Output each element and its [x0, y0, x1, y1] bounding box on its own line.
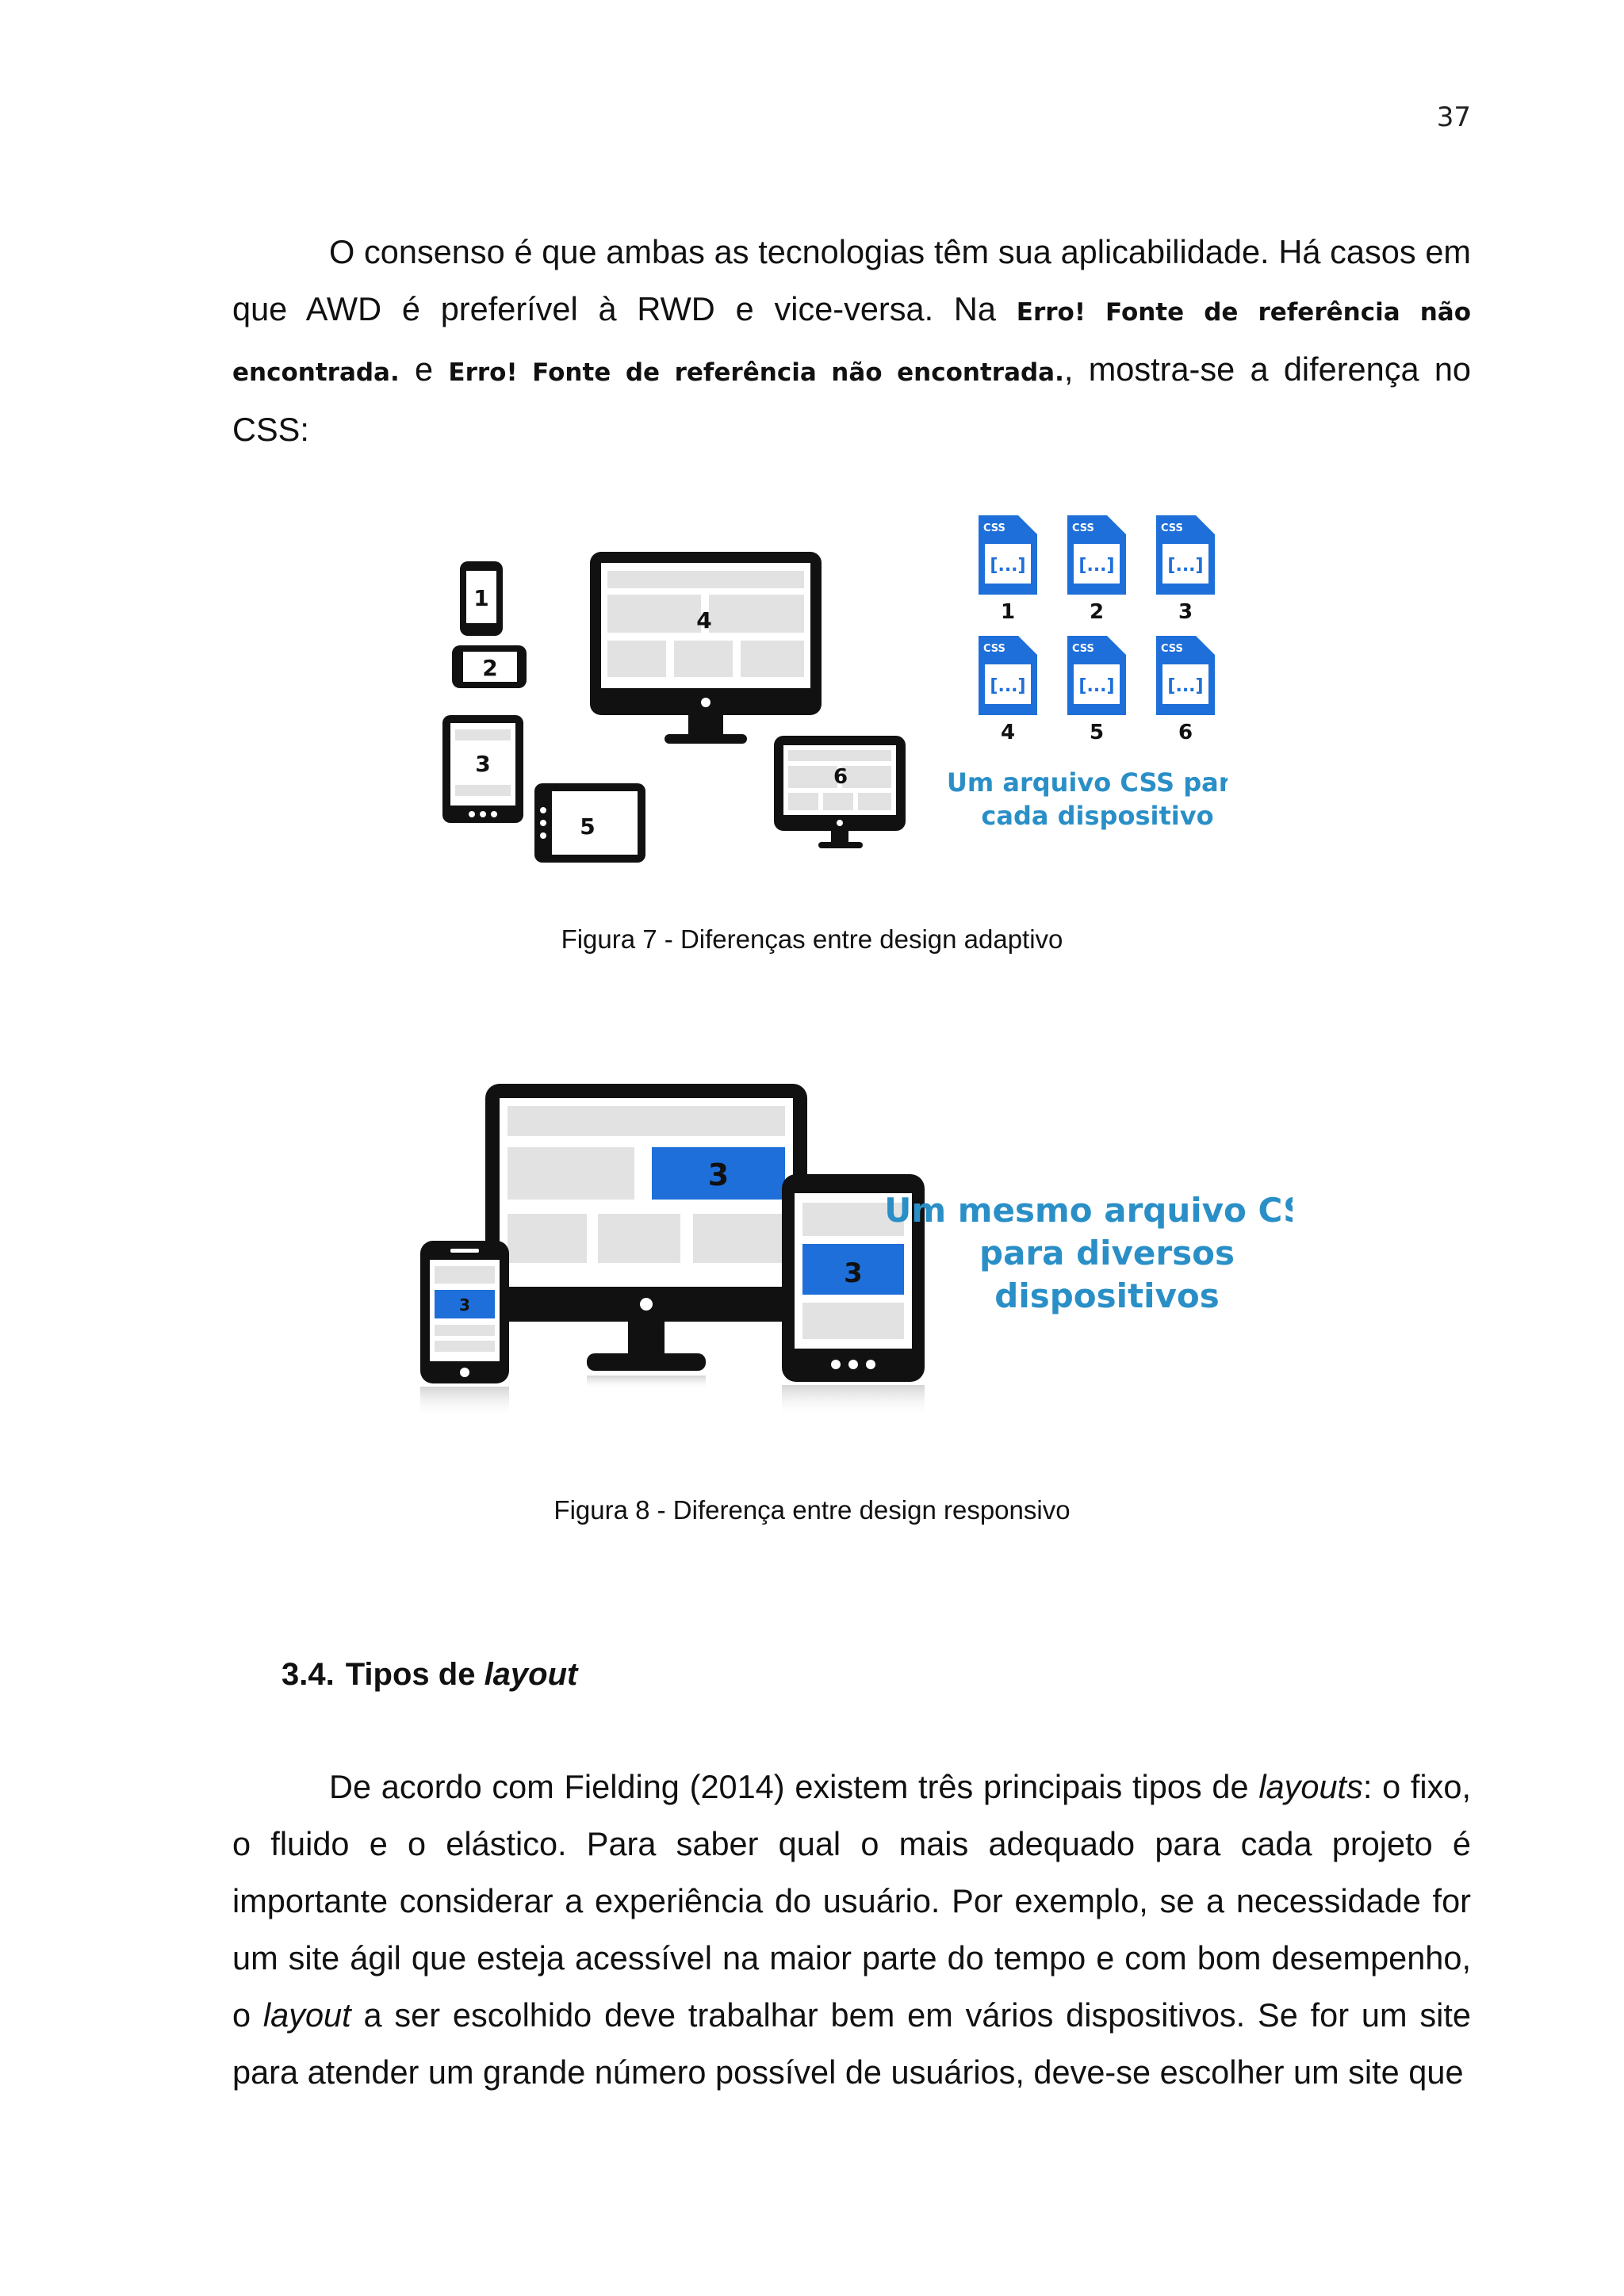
paragraph-2: De acordo com Fielding (2014) existem tr…	[232, 1768, 1472, 2091]
css-file-content: [...]	[1167, 556, 1203, 576]
figure7-label-line1: Um arquivo CSS para	[947, 767, 1228, 798]
phone-label: 3	[459, 1295, 470, 1314]
paragraph-1: O consenso é que ambas as tecnologias tê…	[232, 233, 1472, 448]
css-file-label: 5	[1090, 721, 1104, 744]
css-file-content: [...]	[1078, 556, 1114, 576]
device-label-1: 1	[473, 585, 488, 611]
tablet-label: 3	[844, 1257, 863, 1289]
section-number: 3.4.	[282, 1657, 335, 1692]
css-file-icon: CSS [...] 5	[1067, 636, 1126, 744]
desktop-device: 3	[485, 1084, 807, 1390]
page-number: 37	[1436, 101, 1471, 133]
css-file-label: 6	[1178, 721, 1193, 744]
tablet-portrait-device-3: 3	[442, 715, 523, 823]
device-label-2: 2	[482, 655, 497, 681]
css-file-tag: CSS	[1072, 522, 1094, 534]
tablet-landscape-device-5: 5	[534, 783, 645, 863]
css-file-label: 2	[1090, 600, 1104, 624]
css-file-content: [...]	[1078, 676, 1114, 696]
desktop-device-4: 4	[590, 552, 822, 744]
device-label-5: 5	[580, 813, 595, 840]
css-file-icon: CSS [...] 3	[1156, 515, 1215, 624]
css-file-label: 1	[1001, 600, 1015, 624]
monitor-device-6: 6	[774, 736, 906, 848]
device-label-3: 3	[475, 751, 490, 777]
css-file-icon: CSS [...] 6	[1156, 636, 1215, 744]
css-file-content: [...]	[990, 676, 1025, 696]
figure7-label-line2: cada dispositivo	[981, 801, 1213, 831]
desktop-label: 3	[708, 1158, 729, 1192]
device-label-4: 4	[696, 607, 711, 633]
css-file-tag: CSS	[983, 522, 1005, 534]
phone-device: 3	[420, 1241, 509, 1418]
section-title: Tipos de	[345, 1657, 485, 1692]
css-file-icon: CSS [...] 1	[979, 515, 1037, 624]
device-label-6: 6	[833, 765, 848, 789]
css-file-content: [...]	[990, 556, 1025, 576]
phone-portrait-device-1: 1	[460, 561, 503, 636]
css-files-grid: CSS[...]1CSS[...]2CSS[...]3CSS[...]4CSS[…	[979, 515, 1215, 744]
figure-8-caption: Figura 8 - Diferença entre design respon…	[553, 1495, 1071, 1525]
css-file-icon: CSS [...] 4	[979, 636, 1037, 744]
section-title-italic: layout	[484, 1657, 578, 1692]
figure-8-responsive-design: 3 3 3	[420, 1074, 1330, 1439]
css-file-tag: CSS	[1161, 522, 1183, 534]
figure-7-caption: Figura 7 - Diferenças entre design adapt…	[561, 924, 1063, 954]
css-file-tag: CSS	[983, 643, 1005, 655]
section-heading: 3.4. Tipos de layout	[282, 1657, 577, 1693]
figure8-label-line1: Um mesmo arquivo CSS	[884, 1191, 1293, 1230]
css-file-tag: CSS	[1072, 643, 1094, 655]
figure8-label-line2: para diversos	[979, 1234, 1235, 1272]
phone-landscape-device-2: 2	[452, 645, 527, 688]
css-file-label: 4	[1001, 721, 1015, 744]
tablet-device: 3	[782, 1174, 925, 1417]
figure8-label-line3: dispositivos	[994, 1276, 1219, 1315]
css-file-icon: CSS [...] 2	[1067, 515, 1126, 624]
reference-error-2: Erro! Fonte de referência não encontrada…	[448, 358, 1064, 387]
css-file-content: [...]	[1167, 676, 1203, 696]
reference-error-1: Erro! Fonte de referência não encontrada…	[232, 298, 1471, 387]
css-file-label: 3	[1178, 600, 1193, 624]
figure-7-adaptive-design: 1 2 3 5	[435, 507, 1248, 880]
css-file-tag: CSS	[1161, 643, 1183, 655]
